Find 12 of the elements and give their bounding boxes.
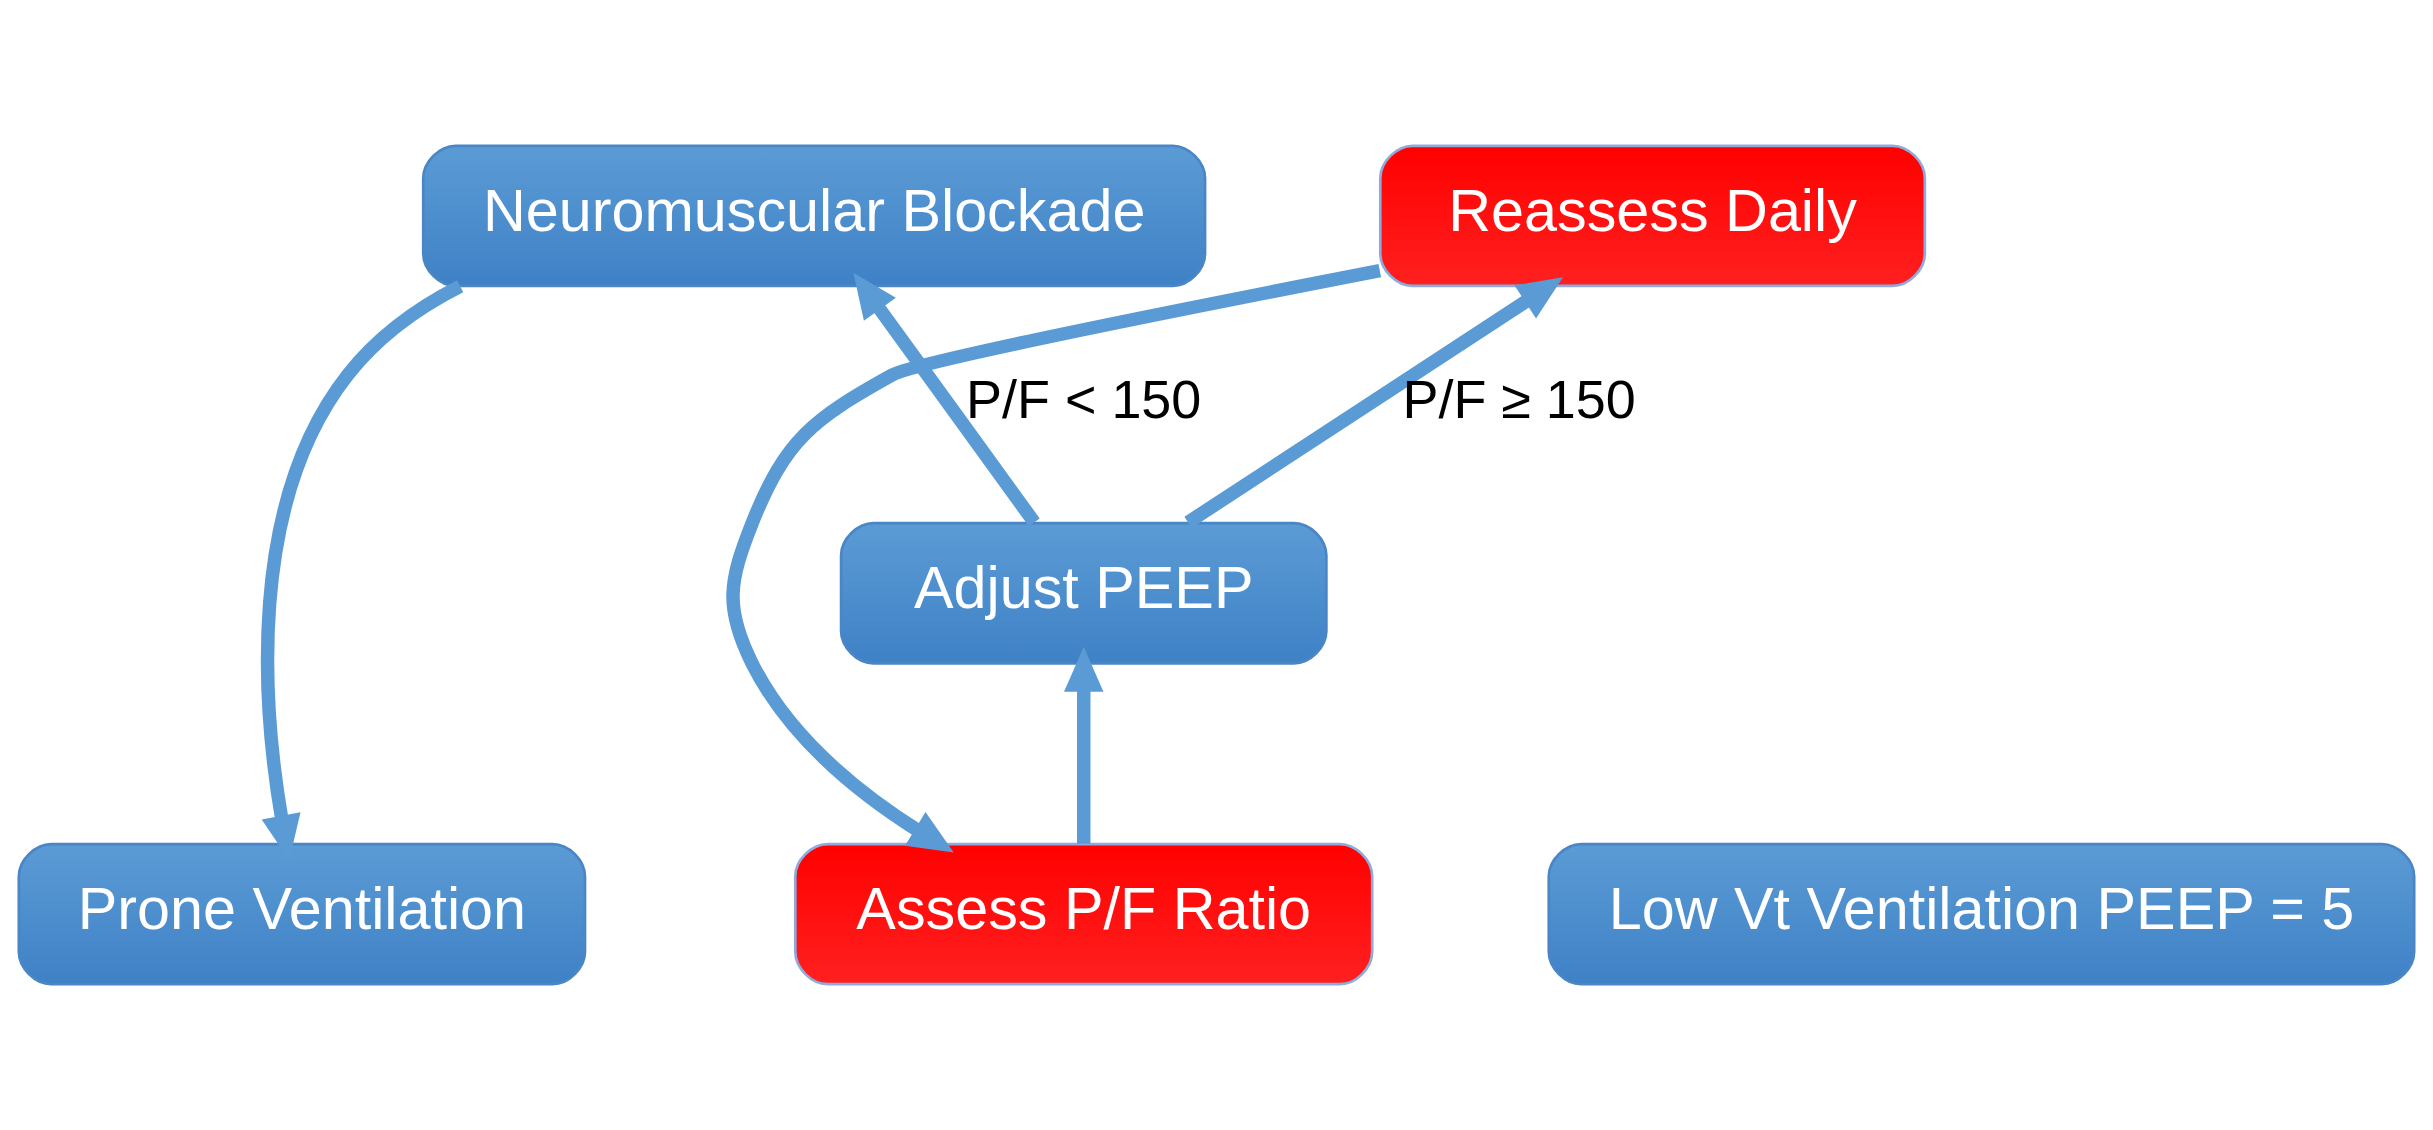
node-box: Reassess Daily xyxy=(1378,144,1927,288)
arrow xyxy=(853,272,1040,527)
node-box: Neuromuscular Blockade xyxy=(421,144,1207,288)
edge-label: P/F < 150 xyxy=(966,369,1202,430)
node-box: Assess P/F Ratio xyxy=(793,842,1374,986)
edge-label: P/F ≥ 150 xyxy=(1402,369,1636,430)
node-box: Low Vt Ventilation PEEP = 5 xyxy=(1547,842,2416,986)
node-box: Prone Ventilation xyxy=(17,842,587,986)
arrow xyxy=(1064,646,1104,844)
arrow xyxy=(1184,277,1563,528)
arrow xyxy=(726,264,1382,853)
node-box: Adjust PEEP xyxy=(839,521,1328,665)
